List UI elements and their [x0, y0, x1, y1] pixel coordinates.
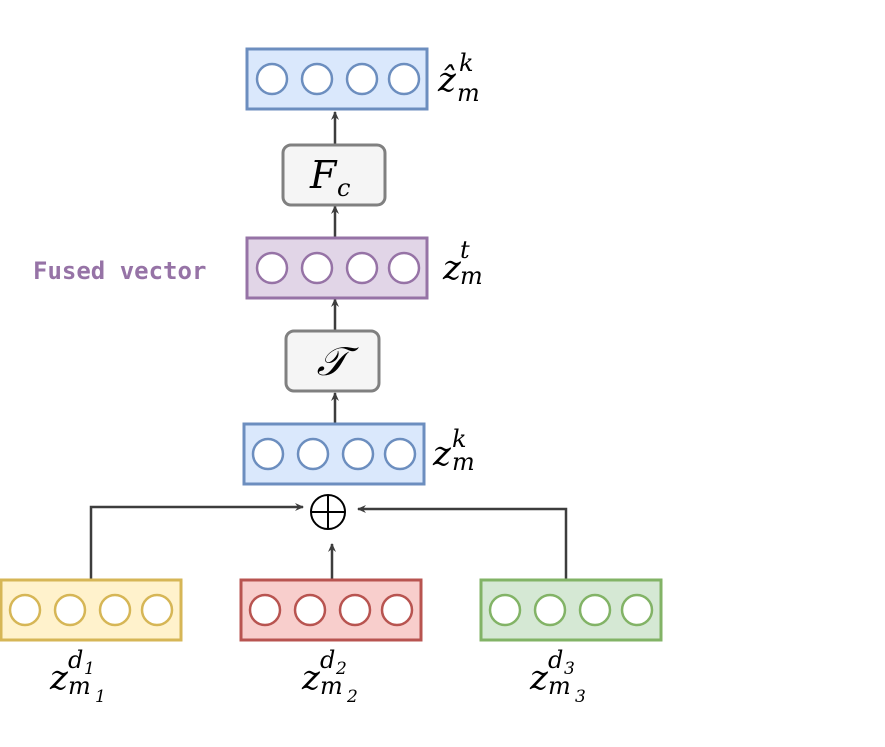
fc-block: F c: [281, 143, 387, 207]
neuron: [300, 251, 334, 285]
svg-text:c: c: [337, 174, 350, 202]
svg-text:1: 1: [84, 659, 95, 679]
neuron: [341, 437, 375, 471]
svg-text:k: k: [452, 425, 467, 453]
z-k-vector: [242, 422, 426, 486]
svg-text:t: t: [460, 236, 470, 264]
neuron: [533, 593, 567, 627]
neuron: [488, 593, 522, 627]
z-hat-vector: [245, 47, 429, 111]
svg-text:m: m: [457, 79, 480, 107]
z-hat-label: ẑ k m: [437, 49, 480, 107]
z-k-label: z k m: [432, 425, 475, 476]
svg-text:d: d: [320, 646, 335, 674]
z-t-vector: [245, 236, 429, 300]
svg-text:m: m: [68, 672, 91, 700]
neuron: [251, 437, 285, 471]
sum-operator: [310, 494, 346, 530]
svg-text:2: 2: [335, 659, 347, 679]
svg-text:2: 2: [346, 687, 358, 707]
svg-text:z: z: [301, 658, 321, 698]
neuron: [98, 593, 132, 627]
svg-text:m: m: [460, 262, 483, 290]
neuron: [345, 251, 379, 285]
neuron: [293, 593, 327, 627]
svg-text:z: z: [529, 658, 549, 698]
arrow-d1-to-plus: [89, 503, 304, 579]
neuron: [387, 62, 421, 96]
z-d1-vector: [0, 578, 183, 642]
neuron: [53, 593, 87, 627]
svg-text:z: z: [442, 248, 462, 288]
svg-text:F: F: [309, 153, 338, 197]
arrow-d3-to-plus: [357, 505, 568, 579]
neuron: [338, 593, 372, 627]
neuron: [578, 593, 612, 627]
svg-text:3: 3: [575, 687, 586, 707]
svg-text:z: z: [49, 658, 69, 698]
z-t-label: z t m: [442, 236, 483, 290]
neuron: [620, 593, 654, 627]
fused-vector-label: Fused vector: [33, 257, 206, 285]
neuron: [387, 251, 421, 285]
neuron: [8, 593, 42, 627]
svg-text:m: m: [452, 448, 475, 476]
z-d2-label: z d 2 m 2: [301, 646, 358, 707]
z-d3-label: z d 3 m 3: [529, 646, 586, 707]
svg-text:k: k: [459, 49, 474, 77]
neuron: [255, 62, 289, 96]
neuron: [300, 62, 334, 96]
neuron: [140, 593, 174, 627]
connectors: [89, 111, 568, 579]
z-d2-vector: [239, 578, 423, 642]
neuron: [255, 251, 289, 285]
neuron: [380, 593, 414, 627]
z-d3-vector: [479, 578, 663, 642]
svg-text:3: 3: [564, 659, 575, 679]
svg-text:1: 1: [95, 687, 106, 707]
transform-block: 𝒯: [284, 329, 381, 393]
svg-text:d: d: [68, 646, 83, 674]
svg-text:d: d: [548, 646, 563, 674]
neuron: [345, 62, 379, 96]
neuron: [296, 437, 330, 471]
svg-text:z: z: [432, 434, 452, 474]
svg-text:ẑ: ẑ: [437, 60, 457, 100]
z-d1-label: z d 1 m 1: [49, 646, 106, 707]
neuron: [383, 437, 417, 471]
neuron: [248, 593, 282, 627]
svg-text:m: m: [548, 672, 571, 700]
svg-text:m: m: [320, 672, 343, 700]
